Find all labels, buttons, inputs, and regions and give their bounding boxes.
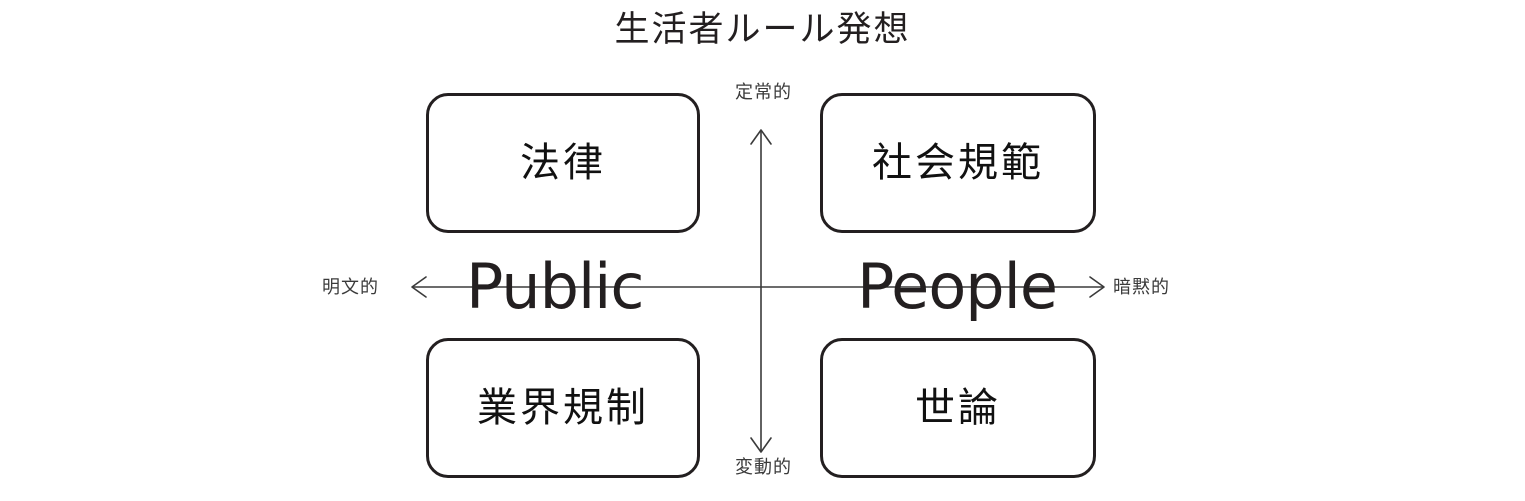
axis-label-bottom: 変動的 [735,457,792,477]
vertical-axis [750,126,772,456]
center-word-people: People [857,250,1058,323]
axis-label-top: 定常的 [735,82,792,102]
page-title: 生活者ルール発想 [614,10,911,49]
quadrant-label-top-left: 法律 [520,141,606,185]
vertical-axis-line-svg [750,129,772,453]
center-word-public: Public [466,250,644,323]
quadrant-box-bottom-left: 業界規制 [426,338,700,478]
arrow-left-icon [411,276,427,298]
quadrant-box-top-right: 社会規範 [820,93,1096,233]
axis-label-right: 暗黙的 [1113,277,1170,297]
quadrant-box-bottom-right: 世論 [820,338,1096,478]
axis-label-left: 明文的 [322,277,379,297]
arrow-down-icon [750,437,772,453]
quadrant-box-top-left: 法律 [426,93,700,233]
quadrant-label-top-right: 社会規範 [872,141,1044,185]
quadrant-label-bottom-left: 業界規制 [477,386,649,430]
horizontal-axis [408,276,1108,298]
quadrant-label-bottom-right: 世論 [915,386,1001,430]
arrow-up-icon [750,129,772,145]
horizontal-axis-line-svg [411,276,1105,298]
arrow-right-icon [1089,276,1105,298]
